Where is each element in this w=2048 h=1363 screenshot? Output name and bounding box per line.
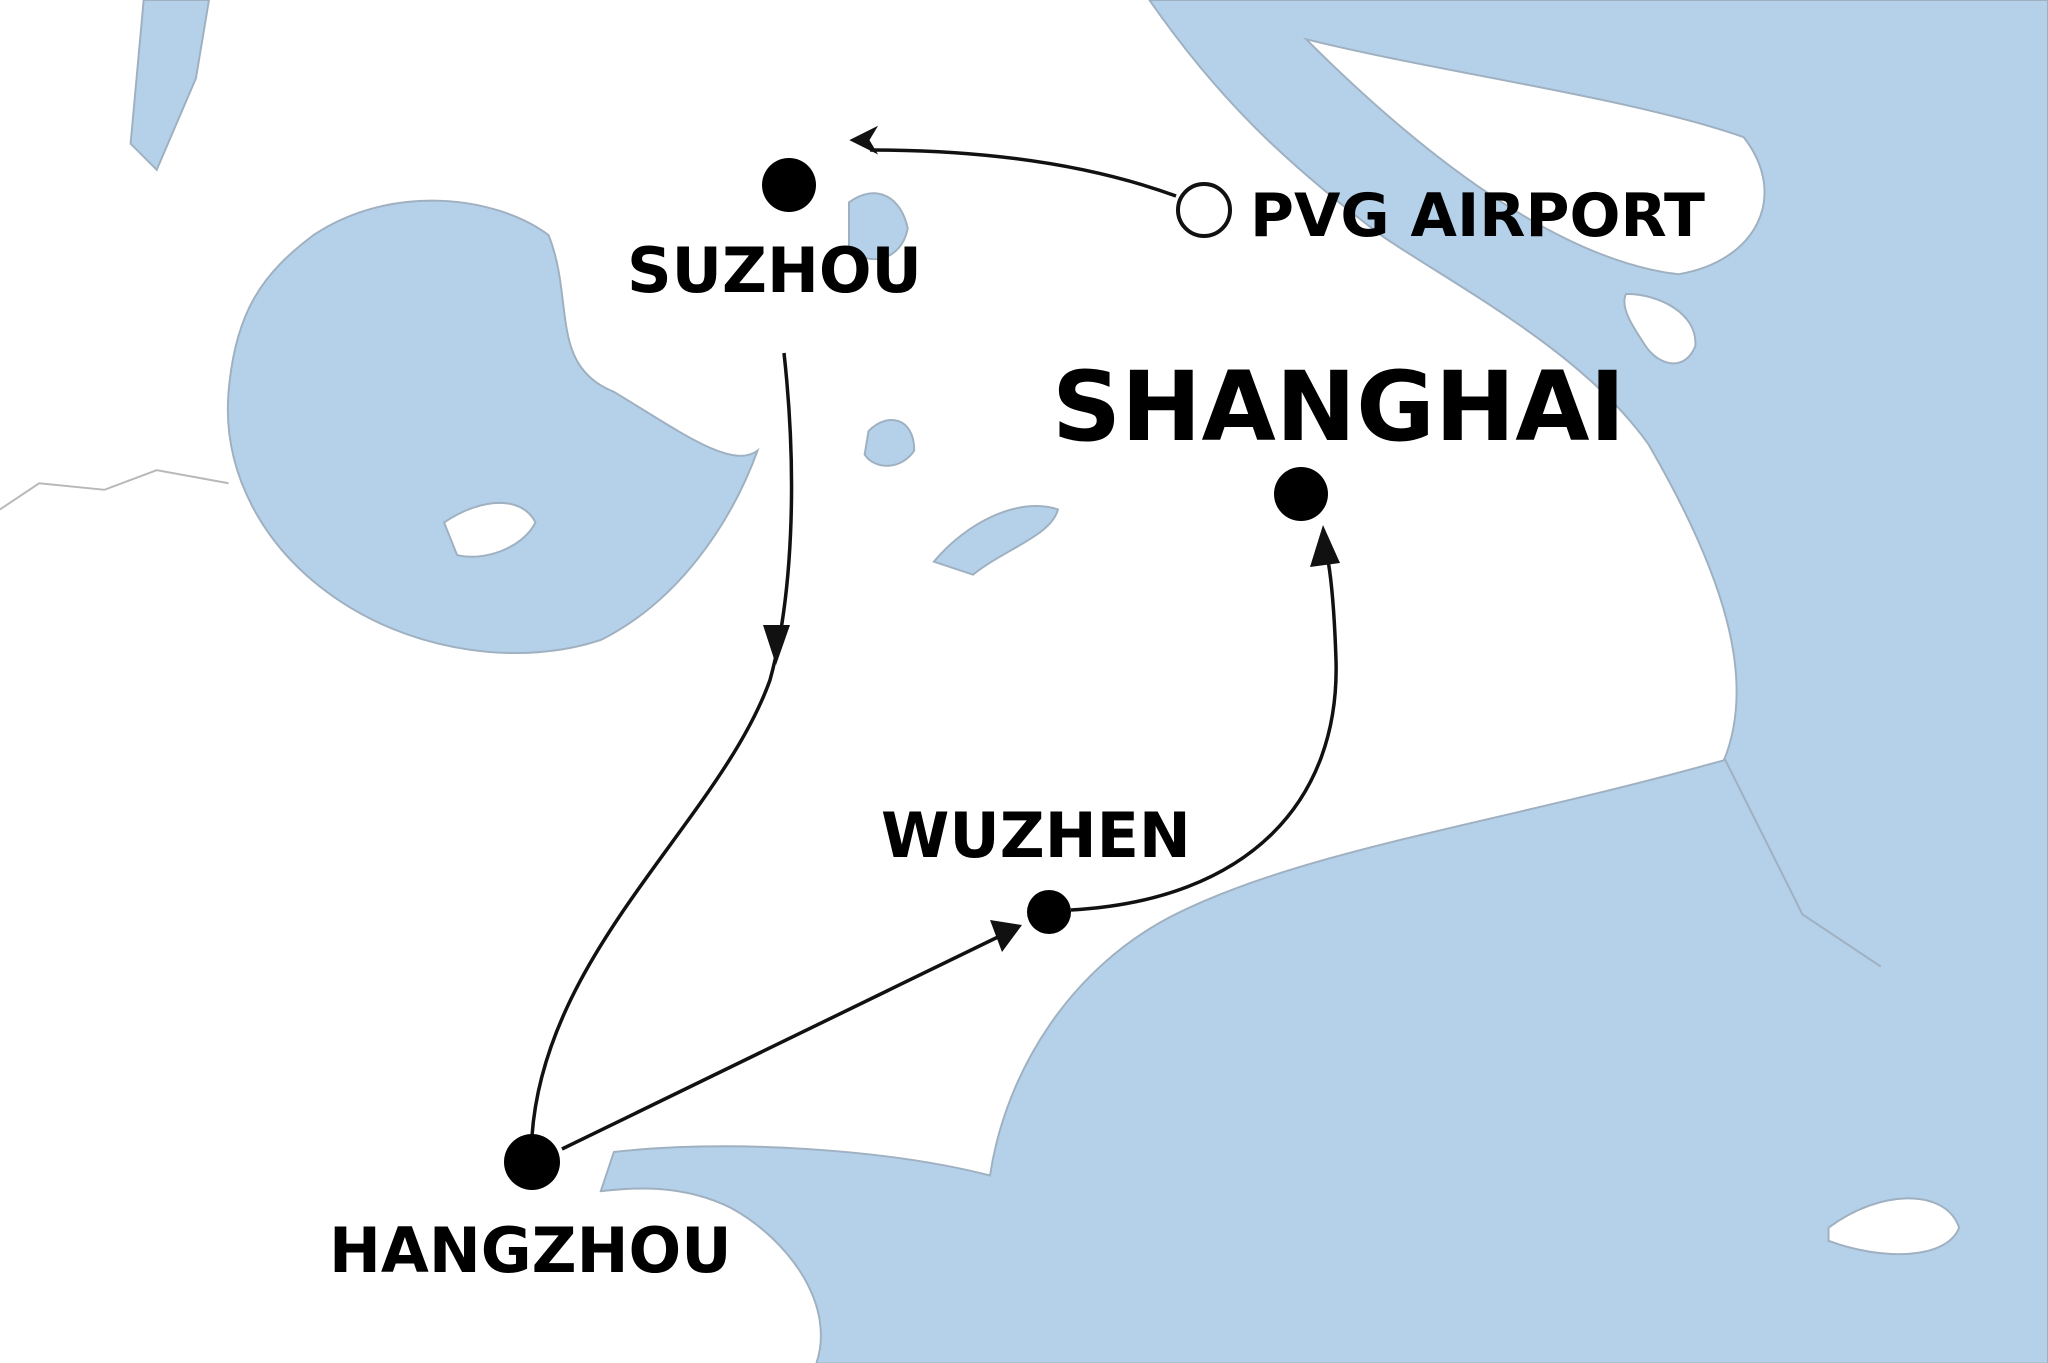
- canal-line: [1723, 757, 1882, 968]
- wuzhen-marker[interactable]: [1027, 890, 1071, 934]
- small-island: [1623, 292, 1697, 365]
- small-lake: [863, 419, 916, 467]
- small-lake: [847, 192, 909, 261]
- shanghai-label: SHANGHAI: [1052, 351, 1625, 463]
- hangzhou-label: HANGZHOU: [329, 1214, 732, 1287]
- small-lake: [932, 505, 1060, 576]
- arrowhead-wuzhen-to-shanghai: [1310, 525, 1340, 567]
- arrowhead-hangzhou-to-wuzhen: [990, 920, 1022, 952]
- suzhou-label: SUZHOU: [627, 234, 922, 307]
- route-hangzhou-to-wuzhen: [561, 934, 1001, 1151]
- arrowhead-suzhou-to-hangzhou: [763, 625, 790, 665]
- route-pvg-to-suzhou: [849, 125, 1177, 198]
- province-border: [0, 469, 229, 511]
- chongming-island: [1302, 37, 1766, 276]
- hangzhou-marker[interactable]: [504, 1134, 560, 1190]
- south-shore-land: [1827, 1197, 1961, 1256]
- river-strip: [129, 0, 210, 172]
- tai-lake: [226, 199, 760, 654]
- suzhou-marker[interactable]: [762, 158, 816, 212]
- pvg-airport-marker[interactable]: [1176, 182, 1232, 238]
- pvg-airport-label: PVG AIRPORT: [1250, 181, 1705, 251]
- route-suzhou-to-hangzhou: [530, 352, 794, 1137]
- wuzhen-label: WUZHEN: [881, 799, 1191, 872]
- shanghai-marker[interactable]: [1274, 467, 1328, 521]
- route-wuzhen-to-shanghai: [1070, 554, 1338, 912]
- lake-island: [442, 502, 537, 558]
